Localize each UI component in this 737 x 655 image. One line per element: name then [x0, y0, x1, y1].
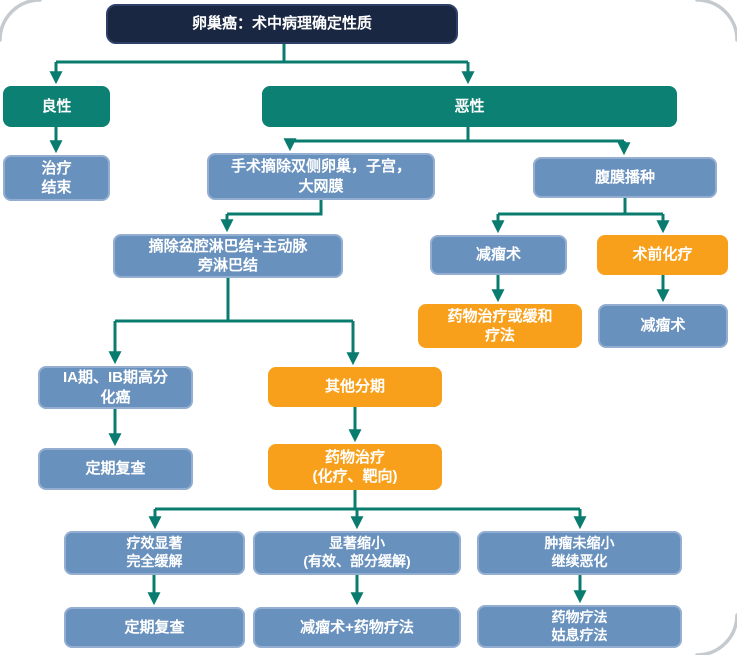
node-no-response: 肿瘤未缩小 继续恶化: [477, 531, 682, 575]
node-debulking-plus-drug: 减瘤术+药物疗法: [253, 607, 461, 648]
node-debulking-2: 减瘤术: [598, 304, 728, 348]
node-drug-palliative-therapy: 药物疗法 姑息疗法: [477, 605, 682, 648]
node-title: 卵巢癌：术中病理确定性质: [106, 4, 458, 44]
node-partial-response: 显著缩小 (有效、部分缓解): [253, 531, 461, 575]
node-malignant: 恶性: [262, 86, 677, 127]
node-debulking-1: 减瘤术: [430, 235, 567, 275]
node-lymph-node-removal: 摘除盆腔淋巴结+主动脉 旁淋巴结: [113, 234, 343, 278]
node-periodic-review-2: 定期复查: [64, 607, 245, 648]
node-stage-ia-ib: IA期、IB期高分 化癌: [38, 366, 193, 409]
node-treatment-end: 治疗 结束: [3, 155, 110, 201]
node-other-stages: 其他分期: [268, 367, 442, 407]
node-surgery-removal: 手术摘除双侧卵巢，子宫， 大网膜: [207, 153, 435, 200]
node-peritoneal-seeding: 腹膜播种: [533, 157, 717, 198]
node-preop-chemo: 术前化疗: [597, 235, 728, 275]
node-benign: 良性: [3, 86, 110, 127]
node-drug-or-palliative: 药物治疗或缓和 疗法: [418, 304, 582, 348]
node-drug-therapy: 药物治疗 (化疗、靶向): [268, 444, 442, 490]
node-marked-response: 疗效显著 完全缓解: [64, 531, 245, 575]
node-periodic-review-1: 定期复查: [38, 448, 193, 490]
